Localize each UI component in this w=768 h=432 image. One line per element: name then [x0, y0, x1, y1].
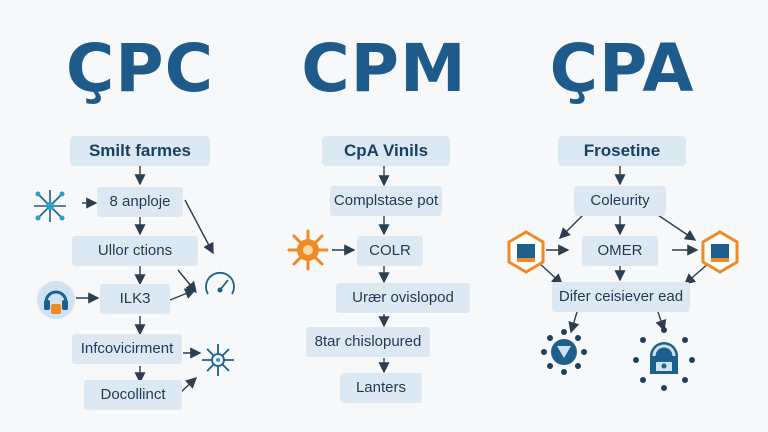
header-cpm: CpA Vinils: [322, 136, 450, 166]
network-icon: [34, 190, 66, 222]
hexagon-badge-icon: [507, 230, 545, 274]
cpa-node-2: OMER: [582, 236, 658, 266]
arrow-cpc-side4: [179, 377, 198, 394]
header-cpa: Frosetine: [558, 136, 686, 166]
cpc-node-3: ILK3: [100, 284, 170, 314]
cpm-node-4: 8tar chislopured: [306, 327, 430, 357]
arrow-cpa-diag1: [559, 212, 586, 239]
cpa-node-1: Coleurity: [574, 186, 666, 216]
headset-icon: [37, 281, 75, 319]
gauge-icon: [205, 271, 235, 295]
cpc-node-2: Ullor ctions: [72, 236, 198, 266]
arrow-cpa-down1: [568, 311, 580, 334]
arrow-cpc-diag2: [177, 269, 197, 294]
cpm-node-5: Lanters: [340, 373, 422, 403]
header-cpc: Smilt farmes: [70, 136, 210, 166]
arrow-cpc-diag3: [169, 288, 197, 301]
cpa-node-3: Difer ceisiever ead: [552, 282, 690, 312]
cpm-node-2: COLR: [357, 236, 423, 266]
gear-icon: [287, 229, 329, 271]
arrow-cpa-down2: [655, 311, 667, 332]
column-title-cpa: ÇPA: [549, 30, 695, 107]
cpm-node-1: Complstase pot: [330, 186, 442, 216]
shield-icon: [633, 327, 695, 391]
hexagon-badge-icon: [701, 230, 739, 274]
arrow-cpa-diag4: [683, 261, 711, 285]
cpc-node-5: Docollinct: [84, 380, 182, 410]
cpc-node-4: Infcovicirment: [72, 334, 182, 364]
arrow-cpa-diag3: [537, 261, 564, 285]
target-icon: [541, 329, 587, 375]
arrow-cpc-diag1: [184, 199, 214, 255]
arrow-cpa-diag2: [654, 212, 697, 241]
cpm-node-3: Urær ovislopod: [336, 283, 470, 313]
cpc-node-1: 8 anploje: [97, 187, 183, 217]
column-title-cpm: CPM: [301, 30, 467, 107]
sparkle-icon: [202, 344, 234, 376]
column-title-cpc: ÇPC: [65, 30, 215, 107]
